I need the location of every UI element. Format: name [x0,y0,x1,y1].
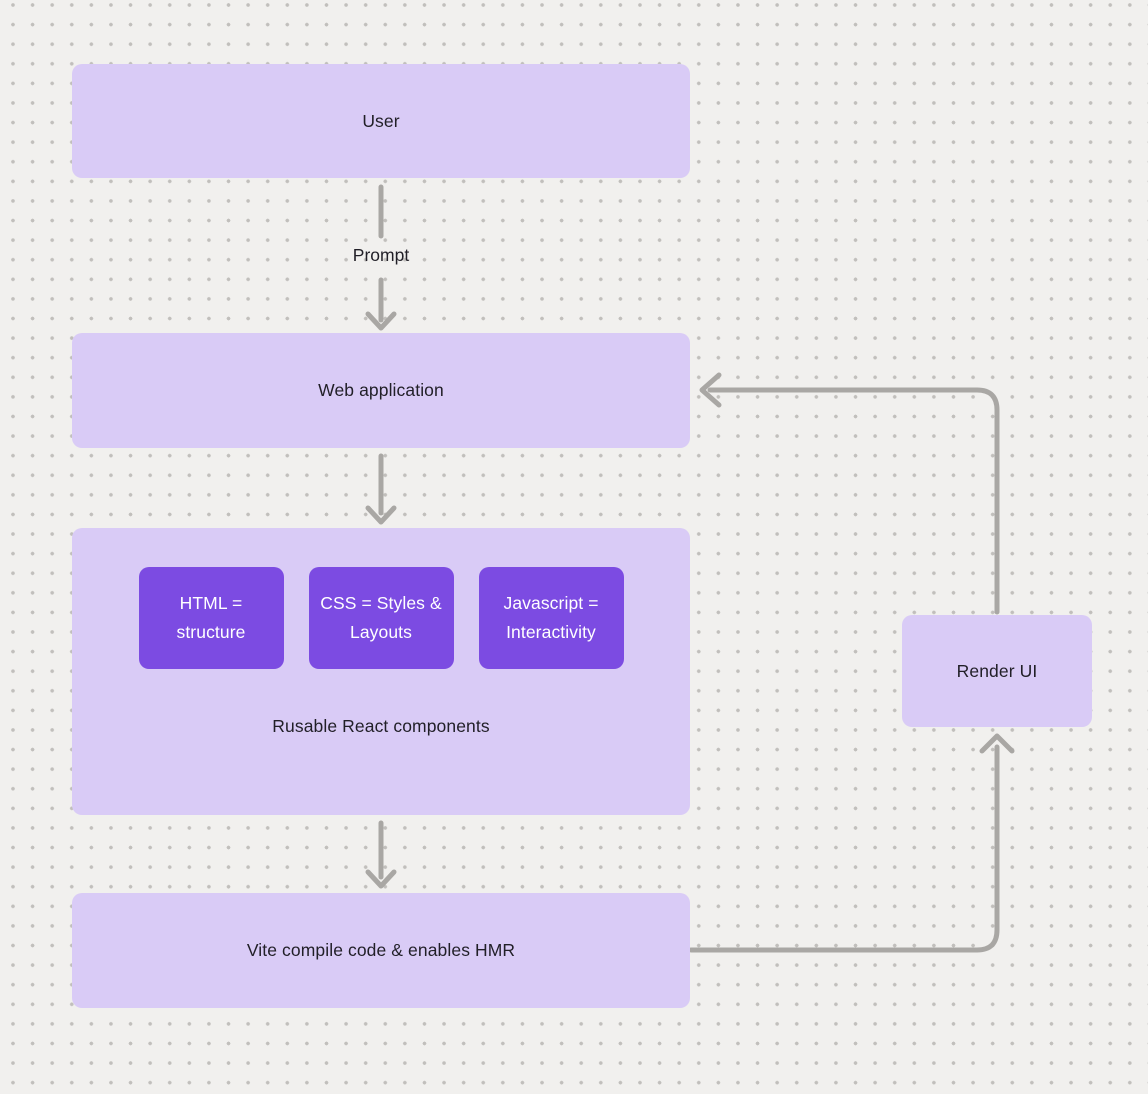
node-render-ui[interactable]: Render UI [902,615,1092,727]
node-web-application-label: Web application [318,380,444,400]
sub-node-javascript-label: Javascript = Interactivity [503,592,599,642]
node-render-ui-label: Render UI [956,660,1038,681]
edge-label-prompt: Prompt [352,245,410,265]
connector-webapp-to-components[interactable] [365,453,397,525]
sub-node-css-label: CSS = Styles & Layouts [320,592,442,642]
sub-node-html-label: HTML = structure [176,592,246,642]
node-user[interactable]: User [72,64,690,178]
connector-vite-to-render-ui[interactable] [688,733,1015,953]
sub-node-row: HTML = structure CSS = Styles & Layouts … [72,567,690,669]
components-container-label: Rusable React components [272,716,490,736]
sub-node-javascript[interactable]: Javascript = Interactivity [478,567,624,669]
sub-node-css[interactable]: CSS = Styles & Layouts [308,567,454,669]
sub-node-html[interactable]: HTML = structure [138,567,284,669]
connector-render-ui-to-webapp[interactable] [699,372,1000,615]
node-web-application[interactable]: Web application [72,333,690,448]
node-vite[interactable]: Vite compile code & enables HMR [72,893,690,1008]
node-vite-label: Vite compile code & enables HMR [246,940,516,960]
node-user-label: User [362,110,400,131]
node-components-container[interactable]: HTML = structure CSS = Styles & Layouts … [72,528,690,815]
connector-components-to-vite[interactable] [365,820,397,889]
